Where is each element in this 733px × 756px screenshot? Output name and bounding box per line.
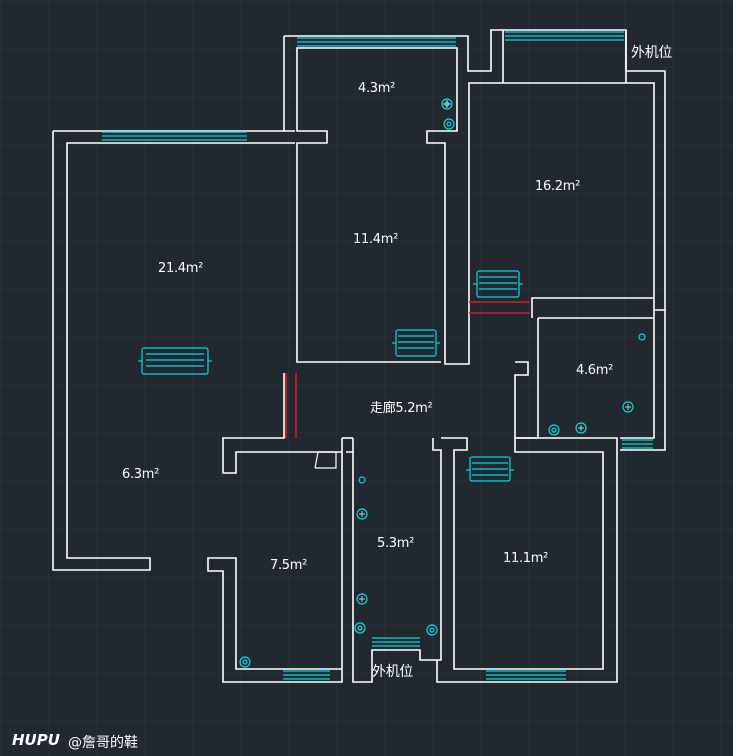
room-label-21-4: 21.4m² (158, 261, 204, 276)
drain-icon (354, 622, 366, 634)
room-label-6-3: 6.3m² (122, 467, 160, 482)
room-label-corridor: 走廊5.2m² (370, 401, 433, 416)
drain-icon (441, 98, 453, 110)
drain-icon (242, 659, 248, 665)
room-label-11-4: 11.4m² (353, 232, 399, 247)
drain-icon (575, 422, 587, 434)
drain-icon (638, 333, 646, 341)
window-ac-top (505, 31, 624, 41)
floor-drain-icon (578, 425, 584, 431)
drain-icon (358, 476, 366, 484)
room-label-11-1: 11.1m² (503, 551, 549, 566)
wall-lower-left (222, 373, 342, 474)
room-label-4-3: 4.3m² (358, 81, 396, 96)
wall-bath-right (620, 310, 655, 439)
floor-drain-icon (359, 596, 365, 602)
drain-icon (356, 593, 368, 605)
door-markers (285, 301, 530, 438)
ac-unit-label-top: 外机位 (631, 45, 673, 61)
wall-center-top (284, 29, 666, 365)
window-lower-left (283, 670, 330, 680)
room-label-5-3: 5.3m² (377, 536, 415, 551)
drain-icon (356, 508, 368, 520)
wall-left-room (52, 131, 295, 571)
drain-icon (446, 121, 452, 127)
drain-icon (357, 625, 363, 631)
watermark-user: @詹哥的鞋 (68, 735, 138, 751)
watermark-brand: HUPU (12, 731, 60, 749)
window-toilet (372, 637, 420, 647)
windows (102, 31, 653, 680)
drain-icon (426, 624, 438, 636)
radiators (138, 270, 523, 482)
floor-drain-icon (443, 100, 451, 108)
floor-drain-icon (625, 404, 631, 410)
room-label-16-2: 16.2m² (535, 179, 581, 194)
window-left-room-top (102, 131, 247, 141)
drain-icon (551, 427, 557, 433)
radiator-left-room (138, 347, 212, 375)
wall-right-outer (620, 310, 666, 451)
room-label-7-5: 7.5m² (270, 558, 308, 573)
window-bath (622, 439, 653, 449)
door-swing (314, 451, 337, 469)
walls (52, 29, 666, 683)
radiator-lower-right-room (466, 456, 514, 482)
radiator-center-room (392, 329, 440, 357)
wall-right-room-bottom (531, 297, 654, 318)
drain-icon (548, 424, 560, 436)
radiator-right-room (473, 270, 523, 298)
drain-icon (622, 401, 634, 413)
wall-lower-left-room (207, 438, 343, 683)
window-center-top (297, 37, 456, 47)
floor-drain-icon (359, 511, 365, 517)
floor-drain-marks (359, 100, 631, 602)
wall-lower-right-room (436, 437, 618, 683)
drain-icon (443, 118, 455, 130)
drain-icon (429, 627, 435, 633)
ac-unit-label-bottom: 外机位 (372, 664, 414, 680)
wall-toilet (346, 438, 442, 683)
room-label-4-6: 4.6m² (576, 363, 614, 378)
drain-icon (239, 656, 251, 668)
window-lower-right (486, 670, 566, 680)
